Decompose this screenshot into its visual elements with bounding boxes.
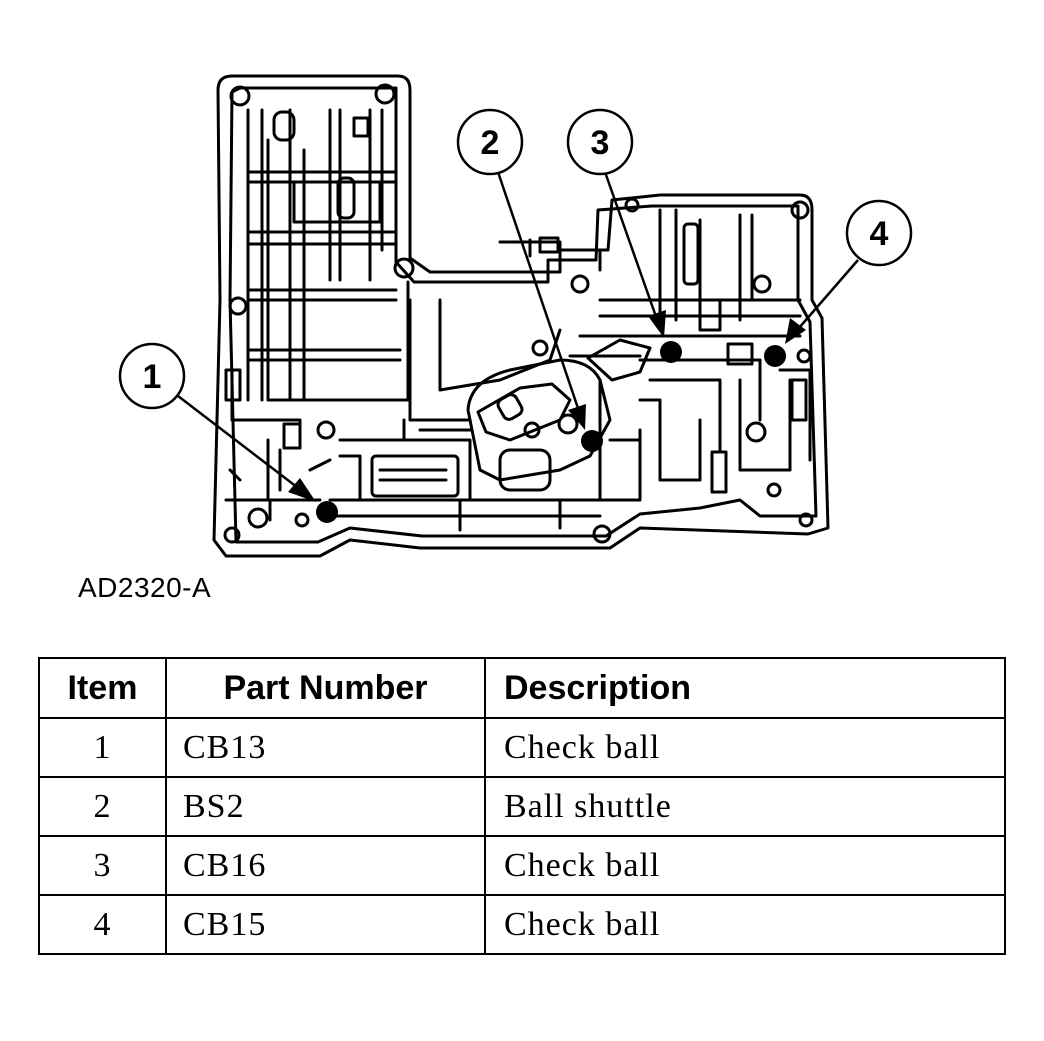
ball-shuttle-2-marker: [581, 430, 603, 452]
table-row: 2 BS2 Ball shuttle: [38, 776, 1006, 837]
table-row: 1 CB13 Check ball: [38, 717, 1006, 778]
cell-description: Ball shuttle: [484, 776, 1006, 837]
check-ball-4-marker: [764, 345, 786, 367]
callout-label-4: 4: [870, 215, 889, 253]
callout-circle-1: [118, 342, 186, 410]
cell-item: 1: [38, 717, 167, 778]
cell-part-number: CB13: [165, 717, 486, 778]
leader-line-1: [177, 395, 307, 495]
check-ball-1-marker: [316, 501, 338, 523]
callout-circle-3: [566, 108, 634, 176]
valve-body-outline: [212, 74, 830, 558]
callout-label-3: 3: [591, 124, 610, 162]
cell-part-number: CB15: [165, 894, 486, 955]
table-row: 4 CB15 Check ball: [38, 894, 1006, 955]
arrowhead-1: [288, 478, 316, 502]
callout-circle-4: [845, 199, 913, 267]
header-description: Description: [484, 657, 1006, 719]
parts-table: Item Part Number Description 1 CB13 Chec…: [38, 657, 1006, 955]
cell-part-number: BS2: [165, 776, 486, 837]
channel-grid: [224, 108, 562, 442]
leader-line-3: [603, 171, 662, 329]
callout-label-2: 2: [481, 124, 500, 162]
header-part-number: Part Number: [165, 657, 486, 719]
cell-item: 4: [38, 894, 167, 955]
arrowhead-3: [648, 310, 666, 338]
figure-code: AD2320-A: [78, 572, 212, 603]
callout-circle-2: [456, 108, 524, 176]
table-header-row: Item Part Number Description: [38, 657, 1006, 719]
bolt-holes: [223, 83, 814, 544]
check-ball-3-marker: [660, 341, 682, 363]
right-channels: [498, 208, 812, 502]
table-row: 3 CB16 Check ball: [38, 835, 1006, 896]
leader-line-2: [496, 171, 584, 421]
center-circuit: [224, 338, 652, 532]
arrowhead-4: [785, 318, 806, 344]
cell-description: Check ball: [484, 894, 1006, 955]
cell-item: 2: [38, 776, 167, 837]
leader-line-4: [791, 259, 859, 337]
cell-item: 3: [38, 835, 167, 896]
arrowhead-2: [568, 404, 586, 430]
cell-description: Check ball: [484, 717, 1006, 778]
callout-label-1: 1: [143, 358, 162, 396]
cell-description: Check ball: [484, 835, 1006, 896]
cell-part-number: CB16: [165, 835, 486, 896]
valve-body-diagram: 1 2 3 4: [118, 74, 913, 558]
check-balls: [316, 341, 786, 523]
header-item: Item: [38, 657, 167, 719]
